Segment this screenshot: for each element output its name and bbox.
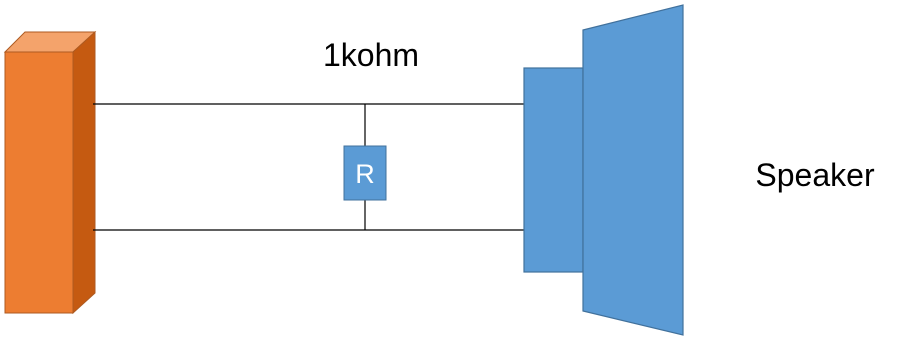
speaker-label: Speaker — [755, 157, 875, 193]
source-block-side — [72, 30, 96, 315]
source-block — [3, 30, 97, 315]
speaker — [523, 4, 684, 336]
wires — [93, 103, 524, 231]
resistance-label: 1kohm — [323, 37, 419, 73]
speaker-cone — [582, 4, 684, 336]
resistor-body — [343, 145, 387, 201]
resistor: R — [343, 145, 387, 201]
speaker-magnet — [523, 67, 584, 273]
source-block-front — [4, 51, 74, 314]
resistor-label: R — [355, 159, 375, 189]
